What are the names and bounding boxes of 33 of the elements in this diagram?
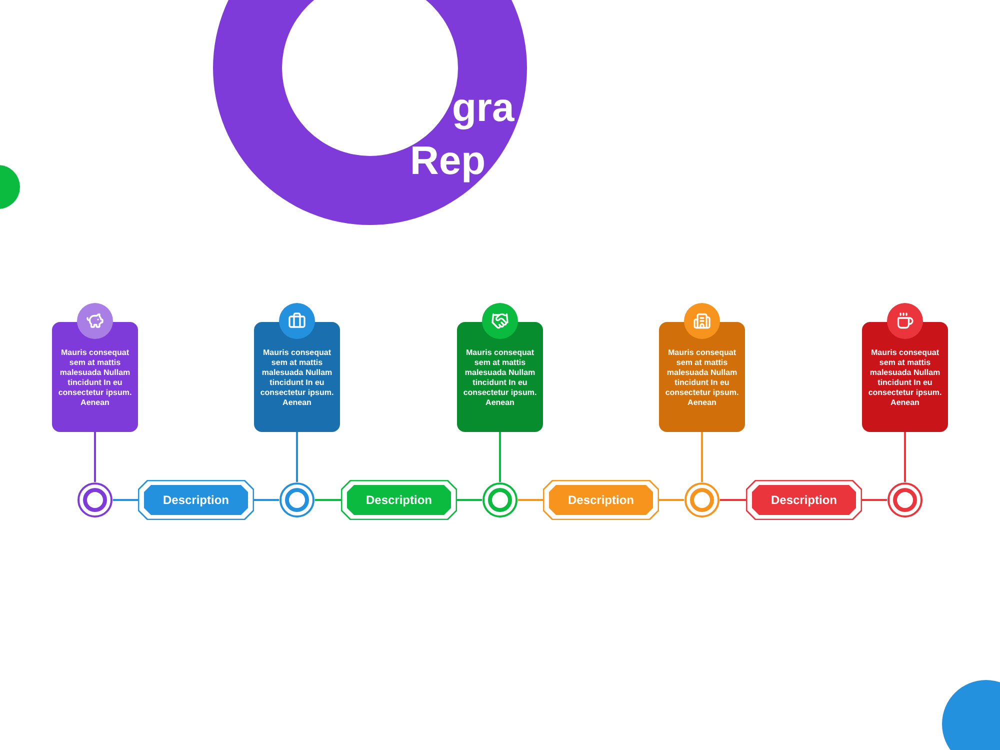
connector-line bbox=[659, 499, 684, 501]
ring-marker bbox=[482, 482, 518, 518]
connector-line bbox=[499, 432, 501, 482]
ring-marker bbox=[887, 482, 923, 518]
card-text: Mauris consequat sem at mattis malesuada Nullam tincidunt In eu consectetur ipsum. Aenean bbox=[463, 348, 537, 408]
title-fragment: gra bbox=[452, 86, 514, 130]
connector-line bbox=[862, 499, 887, 501]
description-banner bbox=[138, 480, 254, 520]
description-text: Description bbox=[770, 493, 837, 507]
description-text: Description bbox=[366, 493, 432, 507]
description-text: Description bbox=[568, 493, 634, 507]
card-text: Mauris consequat sem at mattis malesuada Nullam tincidunt In eu consectetur ipsum. Aenean bbox=[58, 348, 132, 408]
connector-line bbox=[296, 432, 298, 482]
card-text: Mauris consequat sem at mattis malesuada Nullam tincidunt In eu consectetur ipsum. Aenean bbox=[260, 348, 334, 408]
connector-line bbox=[94, 432, 96, 482]
connector-line bbox=[113, 499, 138, 501]
ring-marker bbox=[77, 482, 113, 518]
title-fragment: Rep bbox=[410, 139, 486, 183]
card-text: Mauris consequat sem at mattis malesuada Nullam tincidunt In eu consectetur ipsum. Aenean bbox=[868, 348, 942, 408]
connector-line bbox=[315, 499, 341, 501]
connector-line bbox=[254, 499, 279, 501]
ring-marker bbox=[279, 482, 315, 518]
ring-marker bbox=[684, 482, 720, 518]
description-banner bbox=[746, 480, 862, 520]
description-banner bbox=[543, 480, 659, 520]
description-text: Description bbox=[162, 493, 229, 507]
connector-line bbox=[904, 432, 906, 482]
connector-line bbox=[518, 499, 543, 501]
connector-line bbox=[457, 499, 482, 501]
connector-line bbox=[701, 432, 703, 482]
connector-line bbox=[720, 499, 746, 501]
description-banner bbox=[341, 480, 457, 520]
card-text: Mauris consequat sem at mattis malesuada Nullam tincidunt In eu consectetur ipsum. Aenean bbox=[665, 348, 739, 408]
